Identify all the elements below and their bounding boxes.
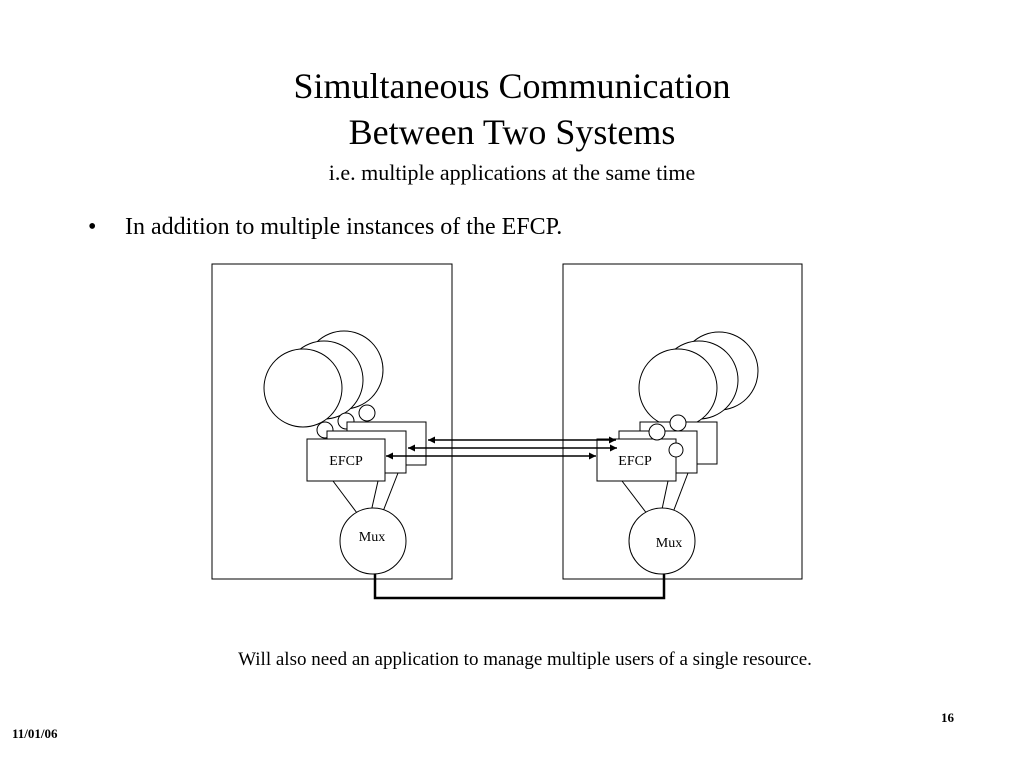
left-application-circle-1	[263, 348, 343, 428]
right-system: EFCP Mux	[596, 331, 759, 575]
right-efcp-label: EFCP	[618, 454, 652, 469]
left-port-circle-3	[358, 404, 376, 422]
right-mux-circle	[628, 507, 696, 575]
left-efcp-mux-line-3	[381, 472, 399, 515]
right-port-circle-2	[669, 414, 687, 432]
slide-subtitle: i.e. multiple applications at the same t…	[328, 160, 696, 185]
physical-link	[373, 570, 666, 600]
bullet-text: In addition to multiple instances of the…	[125, 214, 563, 240]
page-number: 16	[941, 710, 954, 725]
right-mux-label: Mux	[656, 536, 682, 551]
left-system: EFCP Mux	[263, 330, 427, 575]
slide-title-line-1: Simultaneous Communication	[293, 66, 731, 106]
left-mux-circle	[339, 507, 407, 575]
slide-note: Will also need an application to manage …	[238, 649, 812, 670]
left-efcp-mux-line-1	[332, 480, 361, 518]
bullet-marker: •	[88, 214, 97, 240]
right-port-circle-3	[668, 442, 684, 458]
footer-date: 11/01/06	[12, 726, 58, 741]
left-mux-label: Mux	[359, 530, 385, 545]
left-efcp-label: EFCP	[329, 454, 363, 469]
left-efcp-box-1	[306, 438, 386, 482]
slide-title-line-2: Between Two Systems	[348, 112, 676, 152]
right-port-circle-1	[648, 423, 666, 441]
right-efcp-mux-line-3	[671, 472, 689, 516]
left-efcp-mux-line-2	[370, 480, 379, 513]
